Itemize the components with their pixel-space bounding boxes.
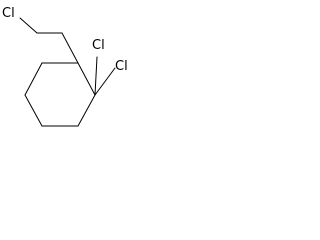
structure-svg [19, 17, 116, 127]
chlorine-label-ch2: Cl [2, 6, 15, 21]
bond-c-cl-upper [94, 56, 98, 96]
chlorine-label-upper: Cl [92, 38, 105, 53]
bond-ring-5 [24, 62, 43, 96]
bond-ring-substituent [61, 32, 79, 64]
bond-ring-1 [77, 62, 96, 96]
bond-c-cl-right [94, 67, 116, 96]
bond-ring-4 [24, 94, 43, 127]
bond-ring-2 [77, 94, 96, 127]
chlorine-label-right: Cl [115, 59, 128, 74]
structure-diagram: Cl Cl Cl [0, 0, 133, 152]
bond-cl-ch2 [19, 17, 38, 34]
